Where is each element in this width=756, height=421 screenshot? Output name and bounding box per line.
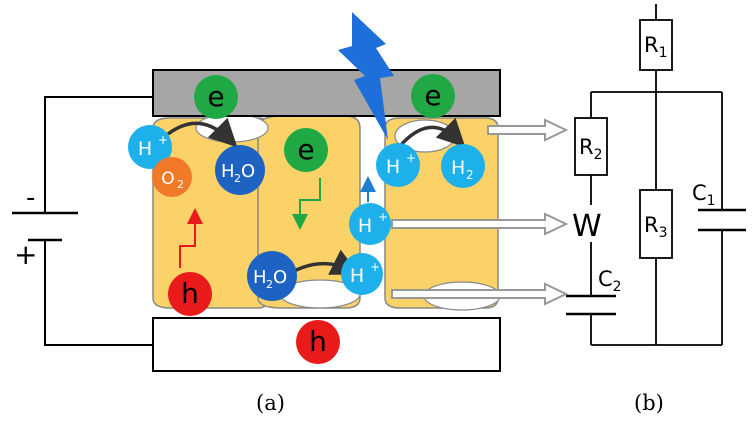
battery: - + (12, 183, 78, 271)
caption-b: (b) (634, 391, 664, 415)
svg-text:+: + (406, 151, 416, 165)
r3-label: R3 (644, 213, 668, 241)
water-particle: R H 2 O (215, 145, 265, 195)
battery-plus-label: + (14, 238, 37, 271)
c1-label: C1 (692, 181, 716, 209)
electron-path-arrow (292, 178, 321, 230)
hole-path-arrow (179, 208, 203, 268)
svg-text:h: h (181, 277, 199, 310)
pore-top-left (195, 113, 269, 143)
electron-particle: e (284, 128, 328, 172)
mapping-arrow (487, 118, 569, 142)
hole-particle: h (168, 272, 212, 316)
svg-text:2: 2 (234, 172, 241, 185)
svg-text:O: O (161, 169, 174, 189)
battery-minus-label: - (26, 183, 35, 213)
proton-particle: H + (349, 203, 391, 245)
svg-text:+: + (370, 260, 380, 274)
warburg-element-label: W (572, 209, 602, 244)
svg-text:H: H (350, 265, 364, 287)
lightning-bolt-icon (338, 12, 394, 140)
svg-text:2: 2 (466, 168, 474, 182)
proton-particle: H + (341, 253, 383, 295)
svg-text:2: 2 (266, 278, 273, 291)
svg-text:H: H (253, 267, 267, 288)
svg-text:e: e (424, 79, 441, 112)
mapping-arrow (391, 212, 569, 236)
svg-text:2: 2 (177, 178, 184, 191)
proton-particle: H + (376, 143, 420, 187)
hydrogen-particle: H 2 (441, 144, 485, 188)
r1-label: R1 (644, 33, 668, 61)
svg-text:O: O (273, 267, 287, 288)
electron-particle: e (194, 75, 238, 119)
svg-text:+: + (158, 133, 168, 147)
resistor-r1 (639, 19, 673, 71)
svg-text:O: O (241, 161, 255, 182)
water-particle: H 2 O (247, 251, 297, 301)
mapping-arrow (391, 282, 569, 306)
c2-label: C2 (598, 267, 622, 295)
reaction-arrow-water-formation (166, 117, 238, 148)
svg-text:+: + (378, 210, 388, 224)
svg-text:e: e (297, 133, 314, 166)
oxygen-particle: O 2 (152, 157, 192, 197)
svg-text:H: H (358, 215, 372, 237)
hole-particle: h (296, 320, 340, 364)
electron-particle: e (411, 74, 455, 118)
reaction-arrow-hydrogen (398, 117, 466, 148)
svg-text:H: H (451, 157, 465, 179)
proton-particle: H + (128, 125, 172, 169)
resistor-r2 (574, 117, 608, 176)
resistor-r3 (639, 189, 673, 259)
svg-text:H: H (221, 161, 235, 182)
external-circuit (44, 96, 153, 346)
svg-text:H: H (138, 138, 152, 160)
equivalent-circuit (566, 4, 746, 346)
caption-a: (a) (256, 391, 285, 415)
svg-text:e: e (207, 80, 224, 113)
r2-label: R2 (579, 135, 603, 163)
svg-text:h: h (309, 325, 327, 358)
svg-text:H: H (386, 156, 400, 178)
